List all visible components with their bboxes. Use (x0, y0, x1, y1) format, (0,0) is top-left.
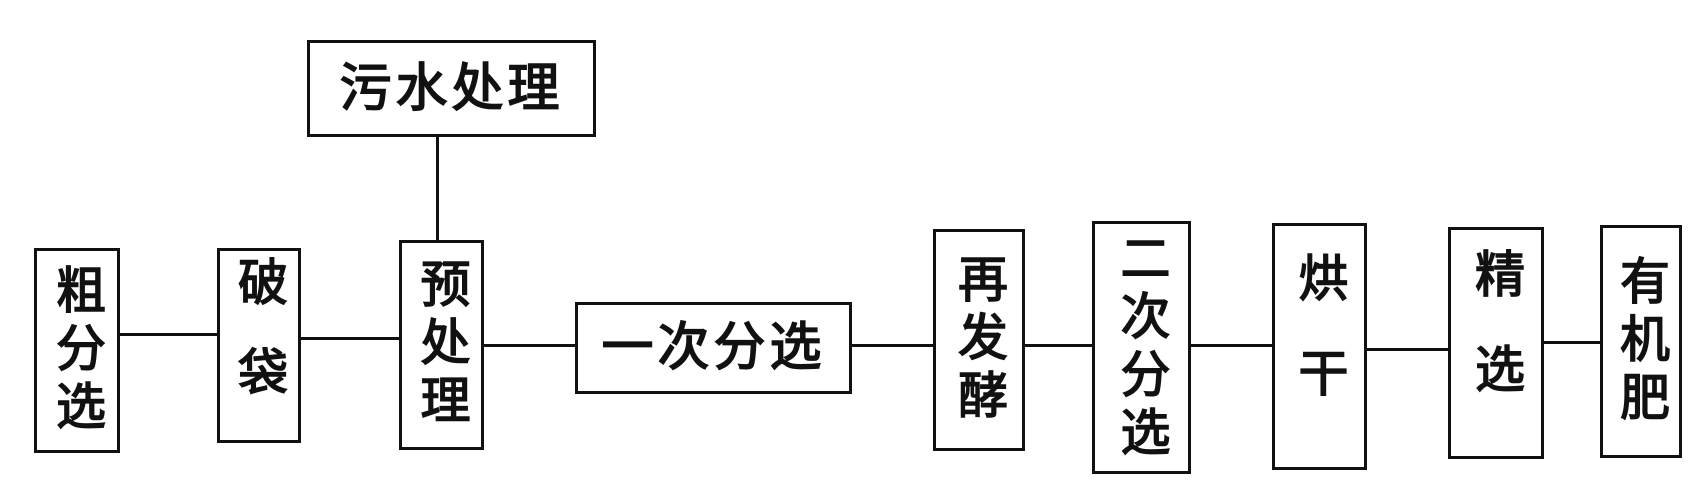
connector-drying-finesort (1365, 348, 1450, 351)
node-coarse-sorting: 粗分选 (34, 248, 120, 453)
connector-coarse-bag (118, 333, 217, 336)
node-drying-label: 烘干 (1290, 251, 1349, 442)
connector-bag-pretreat (299, 337, 401, 340)
node-wastewater-treatment: 污水处理 (307, 40, 596, 137)
node-bag-breaking: 破袋 (217, 248, 301, 443)
connector-wastewater-pretreat (436, 134, 439, 240)
connector-referment-secondsort (1023, 344, 1094, 347)
connector-firstsort-referment (850, 344, 935, 347)
node-drying: 烘干 (1272, 223, 1367, 470)
node-pretreatment: 预处理 (399, 240, 484, 450)
node-fine-sorting-label: 精选 (1467, 248, 1525, 438)
node-refermentation: 再发酵 (933, 229, 1025, 451)
node-organic-fertilizer: 有机肥 (1600, 225, 1682, 458)
node-wastewater-treatment-label: 污水处理 (339, 58, 564, 119)
node-second-sorting-label: 二次分选 (1112, 231, 1171, 464)
node-bag-breaking-label: 破袋 (230, 255, 288, 436)
node-coarse-sorting-label: 粗分选 (48, 263, 106, 438)
node-first-sorting-label: 一次分选 (601, 318, 826, 378)
node-second-sorting: 二次分选 (1092, 221, 1191, 474)
node-fine-sorting: 精选 (1448, 227, 1544, 459)
node-first-sorting: 一次分选 (575, 302, 852, 394)
connector-secondsort-drying (1189, 344, 1274, 347)
node-organic-fertilizer-label: 有机肥 (1612, 254, 1670, 429)
connector-pretreat-firstsort (482, 344, 577, 347)
node-refermentation-label: 再发酵 (950, 253, 1008, 427)
connector-finesort-fertilizer (1542, 341, 1600, 344)
node-pretreatment-label: 预处理 (412, 258, 471, 432)
